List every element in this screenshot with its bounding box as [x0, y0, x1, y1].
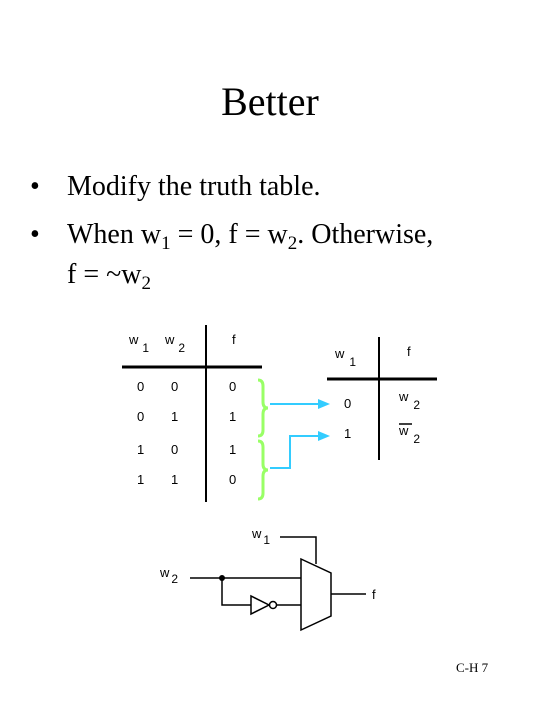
cell-f: 1: [229, 409, 237, 424]
slide-title: Better: [221, 79, 319, 124]
header-letter: w: [129, 332, 139, 347]
brace-bottom: [257, 439, 269, 501]
arrow-head-bottom: [318, 431, 330, 441]
reduced-cell-f-complement: w2: [399, 423, 420, 447]
cell-f: 0: [229, 379, 237, 394]
reduced-cell-w1: 1: [344, 426, 352, 441]
label-subscript: 2: [171, 572, 179, 586]
bullet-dot: •: [30, 219, 40, 250]
cell-subscript: 2: [413, 398, 421, 412]
reduced-header-w1: w1: [335, 346, 356, 370]
inverter-input-wire: [221, 578, 251, 606]
reduced-cell-w1: 0: [344, 396, 352, 411]
select-wire: [280, 536, 317, 564]
cell-f: 1: [229, 442, 237, 457]
bullet-text: Modify the truth table.: [67, 171, 321, 202]
label-letter: w: [160, 565, 170, 580]
header-subscript: 2: [178, 341, 186, 355]
header-subscript: 1: [349, 355, 357, 369]
bullet-text-part: When w: [67, 219, 162, 250]
bullet-item-2: • When w1 = 0, f = w2. Otherwise,: [30, 218, 530, 254]
bullet-subscript: 1: [161, 233, 171, 254]
brace-top: [257, 378, 269, 438]
reduced-cell-f: w2: [399, 389, 420, 413]
slide-footer: C-H 7: [456, 660, 489, 675]
bullet-text-part: . Otherwise,: [297, 219, 434, 250]
bullet-item-1: • Modify the truth table.: [30, 170, 530, 203]
header-letter: w: [165, 332, 175, 347]
reduced-header-f: f: [407, 344, 411, 359]
cell-w1: 1: [137, 442, 145, 457]
output-label-f: f: [372, 587, 376, 602]
bullet-subscript: 2: [141, 273, 151, 294]
cell-subscript: 2: [413, 432, 421, 446]
cell-letter: w: [399, 389, 409, 404]
header-subscript: 1: [142, 341, 150, 355]
cell-w2: 1: [171, 409, 179, 424]
bullet-subscript: 2: [287, 233, 298, 254]
cell-w1: 0: [137, 409, 145, 424]
cell-w1: 0: [137, 379, 145, 394]
bullet-text-part: = 0, f = w: [170, 219, 288, 250]
header-f: f: [232, 332, 236, 347]
cell-w2: 0: [171, 442, 179, 457]
bullet-continuation: f = ~w2: [30, 258, 530, 294]
arrow-head-top: [318, 399, 330, 409]
header-w1: w1: [129, 332, 149, 356]
bullet-text-part: f = ~w: [67, 259, 142, 290]
label-letter: w: [252, 526, 262, 541]
cell-f: 0: [229, 472, 237, 487]
header-w2: w2: [165, 332, 185, 356]
not-gate-triangle: [250, 594, 271, 616]
cell-w2: 1: [171, 472, 179, 487]
multiplexer-body: [300, 557, 332, 632]
label-subscript: 1: [263, 533, 271, 547]
bullet-list: • Modify the truth table. • When w1 = 0,…: [30, 170, 530, 294]
cell-letter: w: [399, 423, 409, 438]
cell-w1: 1: [137, 472, 145, 487]
arrow-line-bottom: [270, 435, 318, 469]
not-gate-bubble: [268, 600, 278, 610]
bullet-dot: •: [30, 171, 40, 202]
cell-w2: 0: [171, 379, 179, 394]
header-letter: w: [335, 346, 345, 361]
